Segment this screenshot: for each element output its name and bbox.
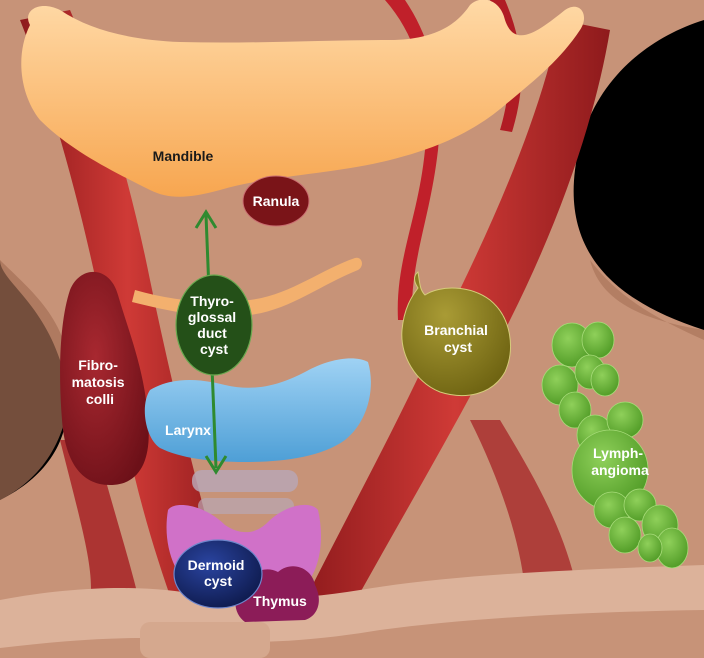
lymphangioma-label-line: angioma bbox=[591, 462, 649, 478]
branchial-cyst-mass bbox=[401, 271, 511, 396]
mandible-bone bbox=[21, 0, 584, 197]
left-scm-muscle bbox=[20, 10, 235, 620]
fibromatosis-label-line: colli bbox=[86, 391, 114, 407]
fibromatosis-label-line: Fibro- bbox=[78, 357, 118, 373]
thyroglossal-label-line: duct bbox=[197, 325, 227, 341]
thyroglossal-duct-cyst-mass bbox=[175, 274, 253, 376]
fibromatosis-label: Fibro- matosis colli bbox=[72, 357, 129, 407]
branchial-label: Branchial cyst bbox=[424, 322, 492, 355]
neck-shadow bbox=[0, 260, 70, 500]
thyroglossal-label-line: cyst bbox=[200, 341, 228, 357]
dermoid-label: Dermoid cyst bbox=[188, 557, 249, 589]
thyroglossal-label: Thyro- glossal duct cyst bbox=[188, 293, 240, 357]
fibromatosis-colli-mass bbox=[60, 271, 149, 485]
lymphangioma-cluster bbox=[541, 321, 689, 569]
larynx bbox=[144, 358, 371, 462]
branchial-label-line: Branchial bbox=[424, 322, 488, 338]
dermoid-label-line: Dermoid bbox=[188, 557, 245, 573]
thymus-label: Thymus bbox=[253, 593, 307, 609]
lymphangioma-label: Lymph- angioma bbox=[591, 445, 649, 478]
thyroglossal-label-line: Thyro- bbox=[190, 293, 234, 309]
larynx-label: Larynx bbox=[165, 422, 211, 438]
trachea-ring bbox=[198, 498, 294, 514]
dermoid-label-line: cyst bbox=[204, 573, 232, 589]
dermoid-cyst-mass bbox=[173, 539, 263, 609]
trachea-ring bbox=[192, 470, 298, 492]
ranula-mass bbox=[242, 175, 310, 227]
ranula-label: Ranula bbox=[253, 193, 300, 209]
fibromatosis-label-line: matosis bbox=[72, 374, 125, 390]
branchial-label-line: cyst bbox=[444, 339, 472, 355]
thyroglossal-label-line: glossal bbox=[188, 309, 236, 325]
mandible-label: Mandible bbox=[153, 148, 214, 164]
lymphangioma-label-line: Lymph- bbox=[593, 445, 643, 461]
